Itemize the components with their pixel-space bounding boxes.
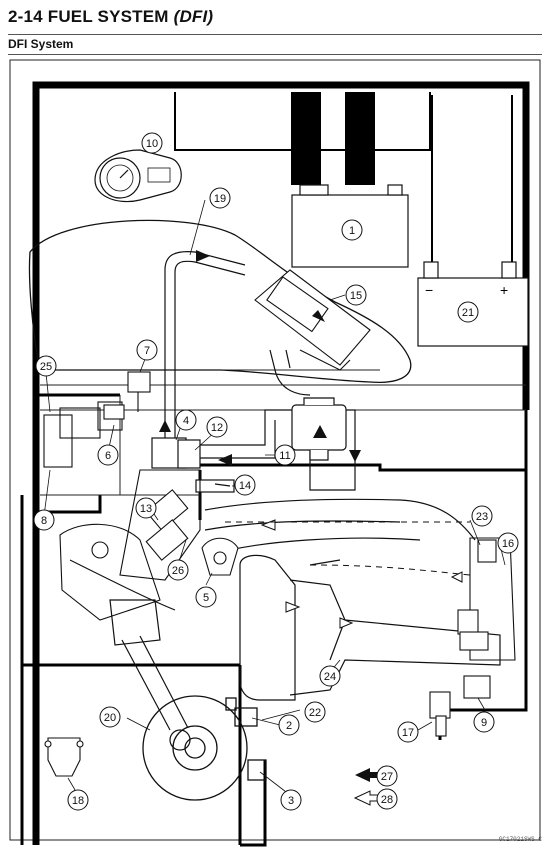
callout-24: 24 (319, 665, 341, 687)
callout-9: 9 (473, 711, 495, 733)
svg-text:23: 23 (476, 511, 488, 523)
callout-19: 19 (209, 187, 231, 209)
diagram-frame (9, 59, 541, 841)
svg-text:6: 6 (105, 450, 111, 462)
svg-text:10: 10 (146, 138, 158, 150)
air-flow-arrows (260, 519, 463, 629)
title-text: 2-14 FUEL SYSTEM (8, 7, 174, 26)
svg-text:5: 5 (203, 592, 209, 604)
wiring-harness (20, 81, 530, 845)
svg-text:2: 2 (286, 720, 292, 732)
svg-text:22: 22 (309, 707, 321, 719)
callout-22: 22 (304, 701, 326, 723)
subtitle-rule (8, 54, 542, 55)
fuel-flow-arrows (159, 250, 361, 466)
leader-lines (43, 199, 506, 796)
callout-27: 27 (376, 765, 398, 787)
title-italic-text: (DFI) (173, 7, 214, 26)
callout-18: 18 (67, 789, 89, 811)
page-header: 2-14 FUEL SYSTEM (DFI) DFI System (8, 6, 542, 55)
right-sensors (429, 537, 516, 737)
svg-text:11: 11 (279, 450, 290, 462)
callout-25: 25 (35, 355, 57, 377)
svg-text:26: 26 (172, 565, 184, 577)
svg-text:7: 7 (144, 345, 150, 357)
svg-text:27: 27 (381, 771, 393, 783)
svg-text:12: 12 (211, 422, 223, 434)
throttle-body (119, 469, 201, 581)
svg-text:9: 9 (481, 717, 487, 729)
callout-4: 4 (175, 409, 197, 431)
svg-text:18: 18 (72, 795, 84, 807)
svg-text:15: 15 (350, 290, 362, 302)
crank-rotor (142, 695, 267, 801)
svg-text:16: 16 (502, 538, 514, 550)
callout-15: 15 (345, 284, 367, 306)
callout-14: 14 (234, 474, 256, 496)
svg-text:3: 3 (288, 795, 294, 807)
callout-2: 2 (278, 714, 300, 736)
callout-5: 5 (195, 586, 217, 608)
callout-16: 16 (497, 532, 519, 554)
callout-26: 26 (167, 559, 189, 581)
callout-28: 28 (376, 788, 398, 810)
page-title: 2-14 FUEL SYSTEM (DFI) (8, 6, 542, 28)
svg-text:4: 4 (183, 415, 189, 427)
callout-10: 10 (141, 132, 163, 154)
callout-23: 23 (471, 505, 493, 527)
battery-minus-label: − (425, 282, 433, 298)
svg-text:28: 28 (381, 794, 393, 806)
svg-text:21: 21 (462, 307, 474, 319)
callout-21: 21 (457, 301, 479, 323)
callout-3: 3 (280, 789, 302, 811)
region-lines (40, 369, 526, 496)
svg-text:25: 25 (40, 361, 52, 373)
svg-text:19: 19 (214, 193, 226, 205)
callout-12: 12 (206, 416, 228, 438)
harness-branches (174, 92, 528, 847)
fuel-tank (28, 219, 412, 384)
svg-text:14: 14 (239, 480, 251, 492)
small-sensors (44, 371, 239, 777)
piston-conrod (109, 599, 191, 751)
page-subtitle: DFI System (8, 37, 74, 51)
svg-text:8: 8 (41, 515, 47, 527)
air-cleaner (204, 498, 501, 701)
pressure-regulator (151, 437, 235, 493)
svg-text:17: 17 (402, 727, 414, 739)
svg-text:20: 20 (104, 712, 116, 724)
svg-text:1: 1 (349, 225, 355, 237)
callout-13: 13 (135, 497, 157, 519)
callout-8: 8 (33, 509, 55, 531)
speedometer (94, 149, 182, 203)
callout-17: 17 (397, 721, 419, 743)
callout-20: 20 (99, 706, 121, 728)
callouts: 1 2 3 4 5 6 7 8 9 10 11 12 13 14 15 16 1… (33, 132, 519, 811)
battery-plus-label: + (500, 282, 508, 298)
figure-code: GC17021SWS C (498, 836, 542, 843)
legend-fuel-arrow (355, 768, 382, 782)
callout-1: 1 (341, 219, 363, 241)
svg-text:24: 24 (324, 671, 336, 683)
dashed-air-path (225, 521, 471, 576)
callout-6: 6 (97, 444, 119, 466)
fuel-pump (254, 269, 371, 371)
header-rule (8, 34, 542, 35)
engine-head (43, 401, 176, 621)
callout-11: 11 (274, 444, 296, 466)
callout-7: 7 (136, 339, 158, 361)
svg-text:13: 13 (140, 503, 152, 515)
